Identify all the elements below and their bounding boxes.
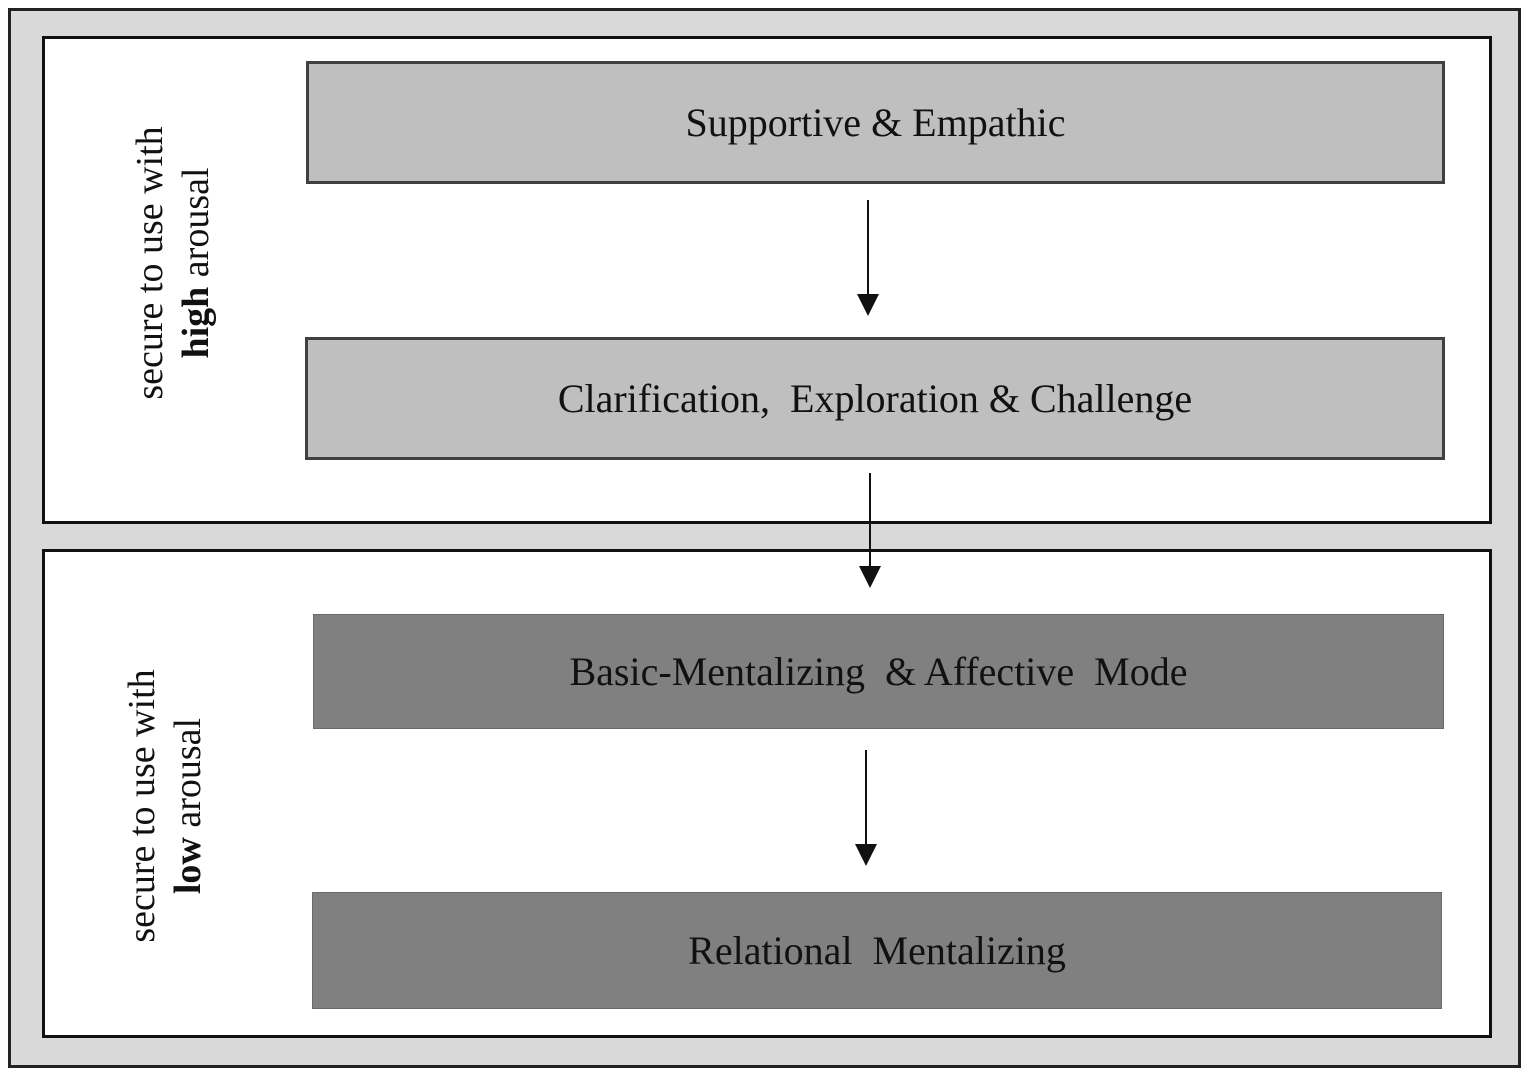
low-arousal-label-line1: secure to use with [121, 669, 163, 943]
low-arousal-label-line2: low arousal [165, 606, 211, 1006]
clarification-exploration-box: Clarification, Exploration & Challenge [305, 337, 1445, 460]
low-arousal-label: secure to use with low arousal [119, 606, 211, 1006]
relational-mentalizing-box: Relational Mentalizing [312, 892, 1442, 1009]
high-arousal-label-line1: secure to use with [129, 126, 171, 400]
basic-mentalizing-box: Basic-Mentalizing & Affective Mode [313, 614, 1444, 729]
supportive-empathic-box: Supportive & Empathic [306, 61, 1445, 184]
high-emphasis: high [175, 286, 217, 359]
low-emphasis: low [167, 837, 209, 895]
low-arousal-word: arousal [167, 717, 209, 838]
high-arousal-label-line2: high arousal [173, 63, 219, 463]
high-arousal-label: secure to use with high arousal [127, 63, 219, 463]
high-arousal-word: arousal [175, 167, 217, 287]
